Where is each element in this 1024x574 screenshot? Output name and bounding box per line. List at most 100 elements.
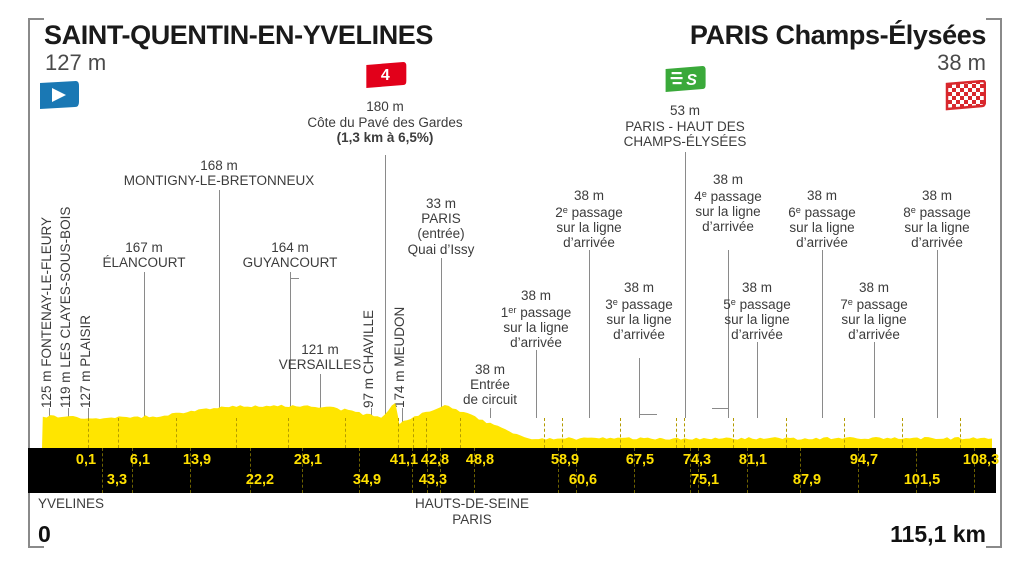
km-tick-label: 94,7 (849, 452, 879, 468)
km-dash (474, 448, 475, 493)
profile-km-dash (460, 418, 461, 448)
profile-km-dash (544, 418, 545, 448)
leader-elbow (290, 278, 299, 279)
leader-line (639, 358, 640, 418)
km-dash (102, 448, 103, 493)
km-tick-label: 67,5 (625, 452, 655, 468)
km-dash (576, 448, 577, 493)
leader-line (441, 258, 442, 418)
profile-km-dash (413, 418, 414, 448)
department-label-hauts-de-seine: HAUTS-DE-SEINE PARIS (414, 496, 530, 527)
marker-altitude: 180 m (366, 99, 404, 114)
km-tick-label: 28,1 (293, 452, 323, 468)
climb-category-chip: 4 (307, 60, 462, 95)
km-dash (634, 448, 635, 493)
km-dash (359, 448, 360, 493)
km-tick-label: 87,9 (792, 472, 822, 488)
km-dash (974, 448, 975, 493)
profile-km-dash (176, 418, 177, 448)
svg-text:S: S (687, 72, 698, 89)
department-label-yvelines: YVELINES (38, 496, 105, 511)
finish-flag-icon (944, 79, 987, 117)
leader-line (385, 155, 386, 418)
profile-km-dash (620, 418, 621, 448)
profile-km-dash (426, 418, 427, 448)
km-dash (190, 448, 191, 493)
profile-km-dash (562, 418, 563, 448)
leader-line (822, 250, 823, 418)
km-dash (690, 448, 691, 493)
km-dash (132, 448, 133, 493)
point-label-fontenay-le-fleury: 125 m FONTENAY-LE-FLEURY (39, 216, 54, 408)
point-label-les-clayes-sous-bois: 119 m LES CLAYES-SOUS-BOIS (58, 206, 73, 408)
sprint-chip: S (624, 64, 747, 99)
profile-km-dash (733, 418, 734, 448)
profile-km-dash (88, 418, 89, 448)
marker-altitude: 53 m (669, 103, 701, 118)
profile-km-dash (786, 418, 787, 448)
finish-city-title: PARIS Champs-Élysées (689, 20, 987, 50)
leader-line (402, 408, 403, 428)
km-dash (558, 448, 559, 493)
leader-line (144, 272, 145, 418)
km-dash (800, 448, 801, 493)
profile-km-dash (902, 418, 903, 448)
leader-elbow (712, 408, 728, 409)
km-tick-label: 48,8 (465, 452, 495, 468)
profile-km-dash (288, 418, 289, 448)
km-tick-label: 42,8 (420, 452, 450, 468)
leader-line (728, 250, 729, 418)
km-tick-label: 3,3 (106, 472, 128, 488)
km-tick-label: 6,1 (129, 452, 151, 468)
leader-elbow (639, 414, 657, 415)
km-dash (916, 448, 917, 493)
start-flag-icon (38, 80, 80, 117)
leader-line (874, 342, 875, 418)
km-tick-label: 81,1 (738, 452, 768, 468)
profile-km-dash (118, 418, 119, 448)
km-tick-label: 0,1 (75, 452, 97, 468)
leader-line (290, 272, 291, 418)
km-dash (427, 448, 428, 493)
start-city-title: SAINT-QUENTIN-EN-YVELINES (44, 20, 434, 50)
km-dash (698, 448, 699, 493)
profile-km-dash (960, 418, 961, 448)
km-tick-label: 101,5 (903, 472, 941, 488)
km-dash (302, 448, 303, 493)
profile-km-dash (676, 418, 677, 448)
marker-detail: (1,3 km à 6,5%) (336, 130, 434, 145)
profile-km-dash (684, 418, 685, 448)
km-dash (747, 448, 748, 493)
km-tick-label: 41,1 (389, 452, 419, 468)
marker-title: Côte du Pavé des Gardes (307, 114, 463, 130)
km-tick-label: 22,2 (245, 472, 275, 488)
leader-line (757, 342, 758, 418)
profile-km-dash (398, 418, 399, 448)
km-tick-label: 34,9 (352, 472, 382, 488)
leader-line (937, 250, 938, 418)
leader-line (219, 190, 220, 418)
km-dash (412, 448, 413, 493)
start-altitude: 127 m (45, 50, 107, 75)
leader-line (685, 152, 686, 418)
profile-km-dash (844, 418, 845, 448)
km-tick-label: 75,1 (690, 472, 720, 488)
total-distance-value: 115,1 km (890, 521, 986, 547)
km-dash (440, 448, 441, 493)
profile-km-dash (236, 418, 237, 448)
